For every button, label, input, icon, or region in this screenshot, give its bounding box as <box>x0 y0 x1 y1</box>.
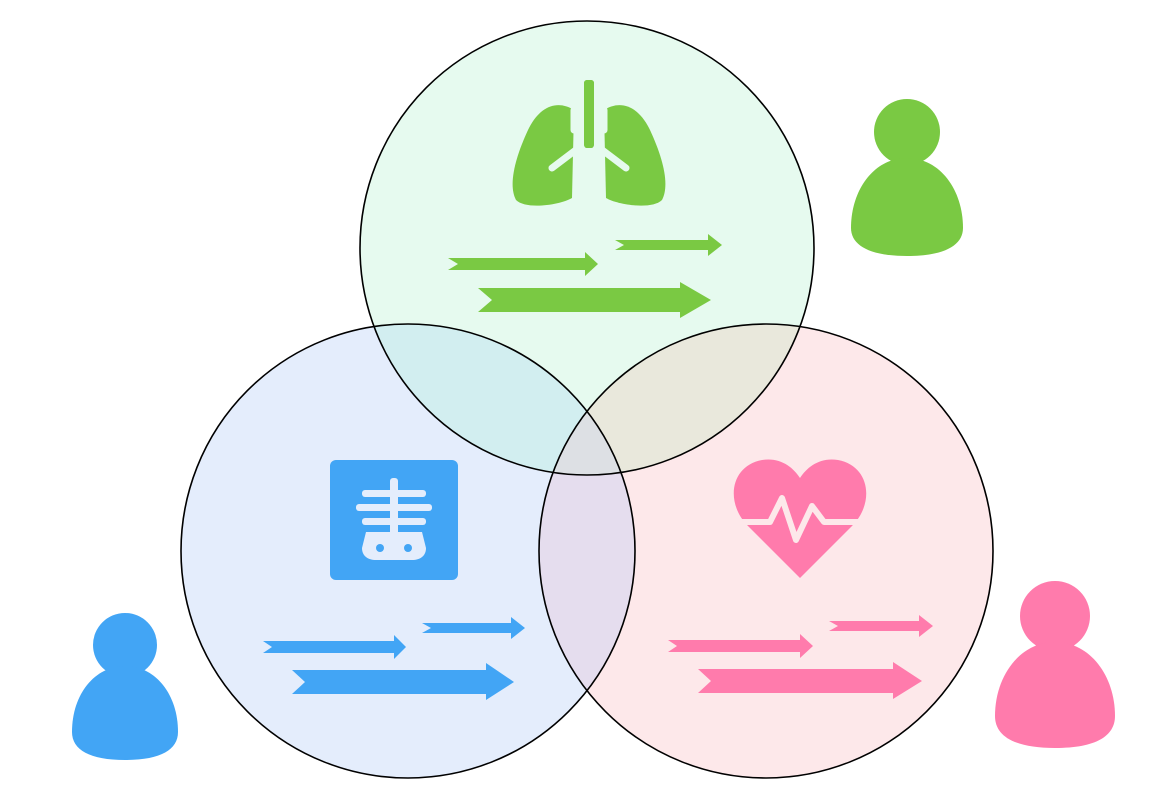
arrow-icon <box>478 282 711 318</box>
overlap-top-left <box>360 324 635 475</box>
green-arrows <box>448 234 722 318</box>
heart-pulse-icon <box>733 459 867 578</box>
xray-icon <box>330 460 458 580</box>
lungs-icon <box>512 80 666 206</box>
person-icon-pink <box>995 581 1115 748</box>
person-icon-blue <box>72 613 178 760</box>
arrow-icon <box>615 234 722 256</box>
circle-right-outline <box>538 323 994 779</box>
arrow-icon <box>829 615 933 637</box>
arrow-icon <box>698 662 922 699</box>
pink-arrows <box>668 615 933 699</box>
circle-left-outline <box>180 323 636 779</box>
arrow-icon <box>422 617 525 639</box>
circle-top-outline <box>359 20 815 476</box>
overlap-top-right <box>539 324 814 475</box>
arrow-icon <box>263 635 406 659</box>
blue-arrows <box>263 617 525 700</box>
person-icon-green <box>851 99 963 256</box>
arrow-icon <box>292 663 514 700</box>
arrow-icon <box>448 252 598 276</box>
arrow-icon <box>668 634 813 658</box>
